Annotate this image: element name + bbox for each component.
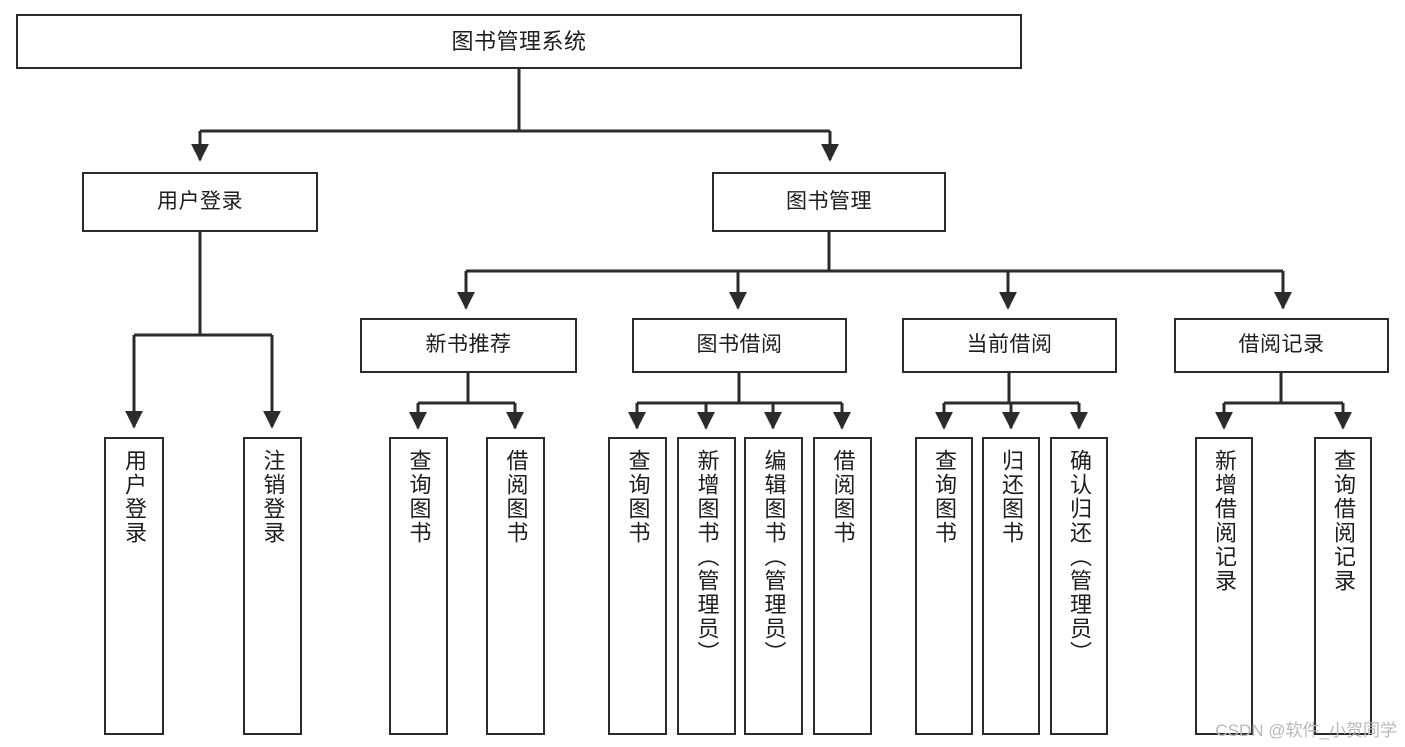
node-leaf-add-book[interactable]: 新增图书（管理员） [677,437,736,735]
node-leaf-confirm-return[interactable]: 确认归还（管理员） [1050,437,1108,735]
node-label: 借阅图书 [503,449,529,545]
node-leaf-query-record[interactable]: 查询借阅记录 [1314,437,1372,735]
node-leaf-borrow-book-1[interactable]: 借阅图书 [486,437,545,735]
node-label: 查询图书 [932,449,957,545]
node-label: 图书管理系统 [451,28,587,54]
node-book-manage[interactable]: 图书管理 [712,172,946,232]
node-leaf-logout-login[interactable]: 注销登录 [243,437,302,735]
node-label: 借阅记录 [1238,333,1325,357]
node-leaf-return-book[interactable]: 归还图书 [982,437,1040,735]
node-book-borrow[interactable]: 图书借阅 [632,318,847,373]
node-current-borrow[interactable]: 当前借阅 [902,318,1117,373]
node-label: 查询图书 [625,449,651,545]
node-label: 查询借阅记录 [1331,449,1356,593]
node-leaf-query-book-3[interactable]: 查询图书 [915,437,973,735]
node-label: 借阅图书 [830,449,856,545]
node-label: 图书借阅 [696,333,783,357]
node-label: 新书推荐 [425,333,512,357]
node-label: 注销登录 [260,449,286,545]
node-label: 用户登录 [122,449,147,545]
node-label: 确认归还（管理员） [1067,449,1092,665]
node-label: 图书管理 [786,189,872,213]
node-new-book-recommend[interactable]: 新书推荐 [360,318,577,373]
watermark-text: CSDN @软件_小贺同学 [1215,721,1397,740]
node-user-login[interactable]: 用户登录 [82,172,318,232]
node-borrow-record[interactable]: 借阅记录 [1174,318,1389,373]
node-label: 新增图书（管理员） [694,449,720,665]
node-leaf-add-record[interactable]: 新增借阅记录 [1195,437,1253,735]
node-leaf-query-book-1[interactable]: 查询图书 [389,437,448,735]
node-leaf-edit-book[interactable]: 编辑图书（管理员） [744,437,803,735]
node-leaf-query-book-2[interactable]: 查询图书 [608,437,667,735]
node-label: 新增借阅记录 [1212,449,1237,593]
node-label: 查询图书 [406,449,432,545]
node-label: 编辑图书（管理员） [761,449,787,665]
node-label: 用户登录 [157,189,243,213]
node-leaf-user-login[interactable]: 用户登录 [104,437,164,735]
node-label: 归还图书 [999,449,1024,545]
node-leaf-borrow-book-2[interactable]: 借阅图书 [813,437,872,735]
node-label: 当前借阅 [966,333,1053,357]
node-root-system[interactable]: 图书管理系统 [16,14,1022,69]
